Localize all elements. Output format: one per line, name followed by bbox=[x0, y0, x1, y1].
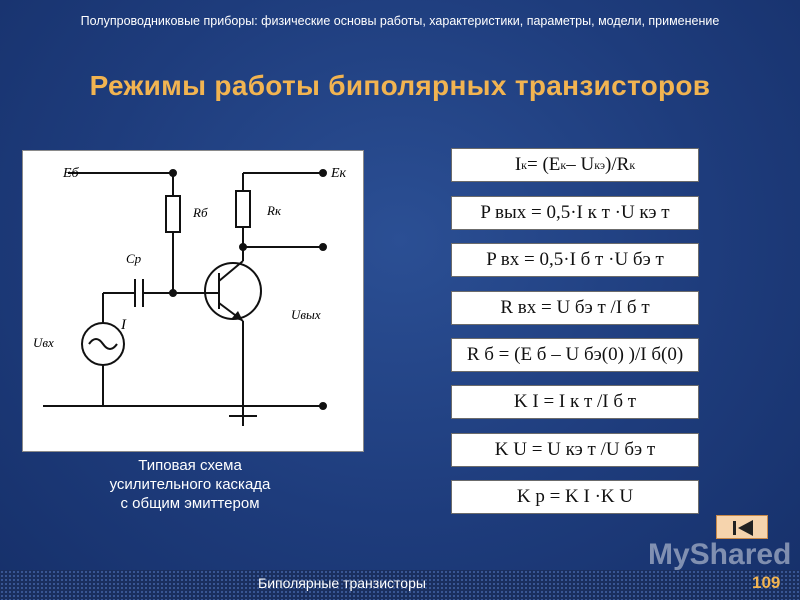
nav-first-slide-button[interactable] bbox=[716, 515, 768, 539]
formula-current-gain: K I = I к т /I б т bbox=[451, 385, 699, 419]
label-uvyh: Uвых bbox=[291, 307, 321, 322]
formula-power-gain: K p = K I ·K U bbox=[451, 480, 699, 514]
formula-base-resistor: R б = (E б – U бэ(0) )/I б(0) bbox=[451, 338, 699, 372]
circuit-schematic: Eб Eк Rб Rк Cр I Uвх Uвых bbox=[22, 150, 364, 452]
header-subtitle: Полупроводниковые приборы: физические ос… bbox=[80, 14, 720, 28]
formula-voltage-gain: K U = U кэ т /U бэ т bbox=[451, 433, 699, 467]
label-cr: Cр bbox=[126, 251, 142, 266]
formula-output-power: P вых = 0,5·I к т ·U кэ т bbox=[451, 196, 699, 230]
label-rb: Rб bbox=[192, 205, 208, 220]
formula-input-resistance: R вх = U бэ т /I б т bbox=[451, 291, 699, 325]
slide-title: Режимы работы биполярных транзисторов bbox=[89, 70, 711, 101]
page-number: 109 bbox=[752, 573, 781, 592]
watermark-text: MyShared bbox=[648, 538, 792, 571]
label-current: I bbox=[120, 317, 127, 333]
footer-label: Биполярные транзисторы bbox=[258, 575, 426, 591]
label-ek-top: Eк bbox=[330, 166, 347, 181]
label-eb-top: Eб bbox=[62, 166, 80, 181]
schematic-caption: Типовая схема усилительного каскада с об… bbox=[109, 457, 271, 512]
label-uvh: Uвх bbox=[33, 335, 54, 350]
formula-input-power: P вх = 0,5·I б т ·U бэ т bbox=[451, 243, 699, 277]
label-rk: Rк bbox=[266, 203, 282, 218]
footer-bar bbox=[0, 570, 800, 600]
skip-back-icon bbox=[733, 520, 753, 536]
